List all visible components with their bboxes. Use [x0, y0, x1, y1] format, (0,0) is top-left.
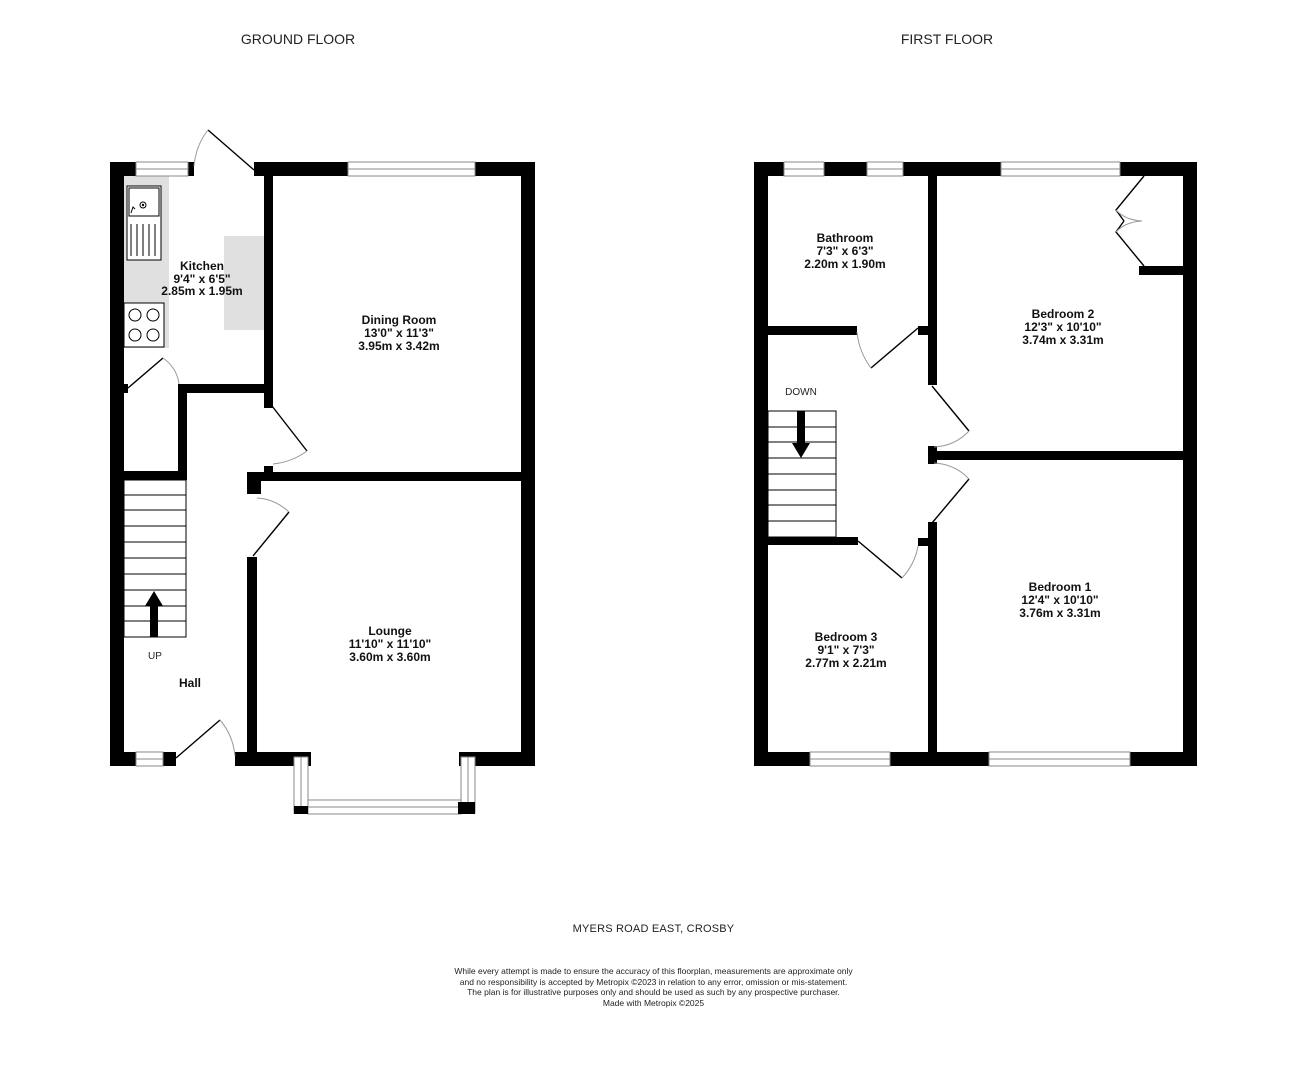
property-address: MYERS ROAD EAST, CROSBY	[572, 923, 735, 935]
room-imperial: 12'4" x 10'10"	[1021, 593, 1098, 607]
ground-floor-plan: GROUND FLOOR	[110, 31, 535, 815]
room-metric: 3.60m x 3.60m	[349, 650, 430, 664]
room-name: Bathroom	[817, 231, 874, 245]
room-label-bedroom-3: Bedroom 3 9'1" x 7'3" 2.77m x 2.21m	[805, 630, 886, 670]
disclaimer-line: Made with Metropix ©2025	[602, 997, 705, 1008]
room-imperial: 11'10" x 11'10"	[349, 637, 432, 651]
ground-floor-stairs	[123, 479, 187, 638]
room-label-bedroom-1: Bedroom 1 12'4" x 10'10" 3.76m x 3.31m	[1019, 580, 1100, 620]
room-metric: 2.85m x 1.95m	[161, 284, 242, 298]
first-floor-plan: FIRST FLOOR	[754, 31, 1197, 767]
first-floor-title: FIRST FLOOR	[901, 31, 993, 47]
sink-icon	[126, 185, 162, 261]
disclaimer-line: The plan is for illustrative purposes on…	[467, 987, 840, 997]
room-label-kitchen: Kitchen 9'4" x 6'5" 2.85m x 1.95m	[161, 259, 242, 298]
disclaimer-line: While every attempt is made to ensure th…	[454, 966, 853, 976]
room-metric: 3.76m x 3.31m	[1019, 606, 1100, 620]
room-label-hall: Hall	[179, 676, 201, 690]
room-imperial: 9'4" x 6'5"	[173, 272, 230, 286]
room-metric: 3.74m x 3.31m	[1022, 333, 1103, 347]
room-name: Dining Room	[362, 313, 437, 327]
room-name: Bedroom 2	[1032, 307, 1095, 321]
first-floor-walls	[754, 162, 1197, 766]
room-metric: 2.77m x 2.21m	[805, 656, 886, 670]
room-metric: 2.20m x 1.90m	[804, 257, 885, 271]
ground-floor-walls	[110, 162, 535, 766]
first-floor-windows	[783, 161, 1131, 767]
kitchen-worktop-right	[224, 236, 264, 330]
disclaimer: While every attempt is made to ensure th…	[0, 966, 1307, 1008]
ground-floor-doors	[127, 129, 308, 759]
hob-icon	[123, 302, 165, 348]
room-name: Lounge	[368, 624, 412, 638]
ground-floor-title: GROUND FLOOR	[241, 31, 355, 47]
room-label-dining-room: Dining Room 13'0" x 11'3" 3.95m x 3.42m	[358, 313, 439, 353]
room-label-bedroom-2: Bedroom 2 12'3" x 10'10" 3.74m x 3.31m	[1022, 307, 1103, 347]
arrow-down-icon	[792, 411, 810, 458]
stairs-down-label: DOWN	[785, 387, 817, 398]
disclaimer-line: and no responsibility is accepted by Met…	[459, 976, 848, 987]
ground-floor-windows	[135, 161, 476, 815]
room-name: Bedroom 3	[815, 630, 878, 644]
room-label-lounge: Lounge 11'10" x 11'10" 3.60m x 3.60m	[349, 624, 432, 664]
room-imperial: 13'0" x 11'3"	[364, 326, 434, 340]
room-metric: 3.95m x 3.42m	[358, 339, 439, 353]
room-imperial: 7'3" x 6'3"	[816, 244, 873, 258]
stairs-up-label: UP	[148, 651, 162, 662]
arrow-up-icon	[145, 591, 163, 637]
room-imperial: 12'3" x 10'10"	[1024, 320, 1101, 334]
room-label-bathroom: Bathroom 7'3" x 6'3" 2.20m x 1.90m	[804, 231, 885, 271]
room-name: Bedroom 1	[1029, 580, 1092, 594]
first-floor-doors	[856, 175, 1145, 579]
first-floor-stairs	[767, 410, 837, 538]
room-name: Kitchen	[180, 259, 224, 273]
room-imperial: 9'1" x 7'3"	[817, 643, 874, 657]
